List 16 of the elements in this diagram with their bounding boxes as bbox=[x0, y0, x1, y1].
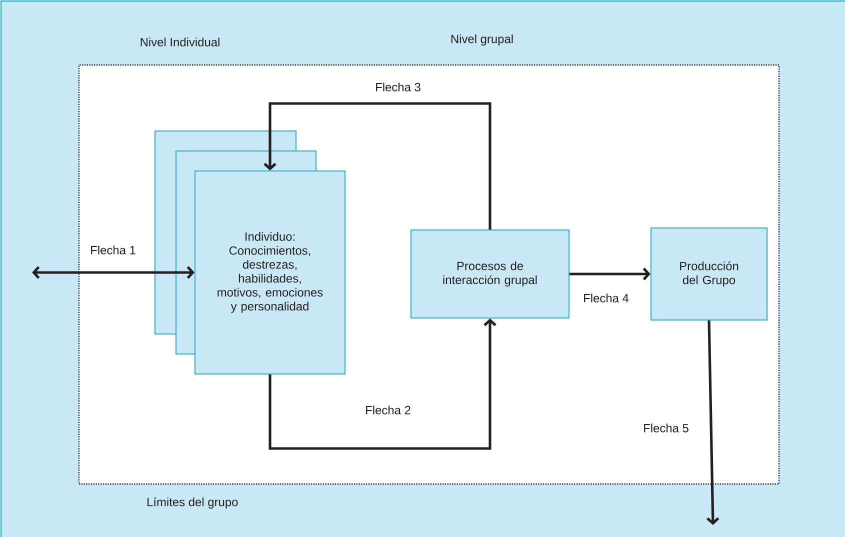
edge-label: Flecha 2 bbox=[364, 404, 412, 416]
output-box: Producción del Grupo bbox=[650, 228, 768, 320]
level-heading: Nivel Individual bbox=[140, 38, 220, 46]
individual-box: Individuo: Conocimientos, destrezas, habilidades, motivos, emociones y personalidad bbox=[154, 130, 346, 374]
arrow bbox=[268, 318, 496, 450]
arrow bbox=[706, 320, 720, 525]
edge-label: Flecha 4 bbox=[582, 292, 630, 304]
arrow bbox=[570, 268, 650, 280]
edge-label: Flecha 1 bbox=[89, 244, 137, 256]
process-box: Procesos de interacción grupal bbox=[410, 230, 570, 318]
arrow bbox=[32, 266, 194, 279]
boundary-caption: Límites del grupo bbox=[148, 497, 238, 509]
edge-label: Flecha 5 bbox=[642, 422, 690, 434]
edge-label: Flecha 3 bbox=[374, 82, 422, 92]
arrow bbox=[264, 102, 492, 230]
level-heading: Nivel grupal bbox=[451, 34, 513, 46]
